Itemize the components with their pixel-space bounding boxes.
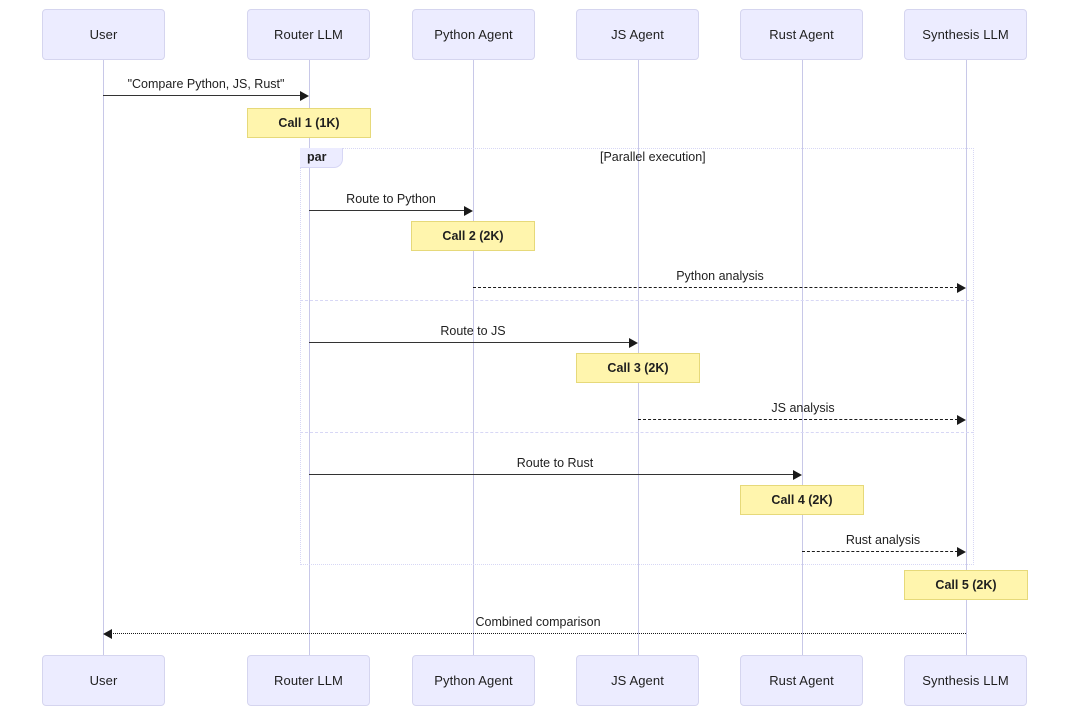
participant-bottom-js[interactable]: JS Agent — [576, 655, 699, 706]
participant-bottom-python[interactable]: Python Agent — [412, 655, 535, 706]
participant-bottom-user[interactable]: User — [42, 655, 165, 706]
participant-bottom-rust[interactable]: Rust Agent — [740, 655, 863, 706]
participant-bottom-synthesis[interactable]: Synthesis LLM — [904, 655, 1027, 706]
participant-top-synthesis[interactable]: Synthesis LLM — [904, 9, 1027, 60]
message-arrowhead — [957, 547, 966, 557]
message-line — [638, 419, 958, 420]
participant-label: Python Agent — [434, 27, 513, 42]
participant-label: Python Agent — [434, 673, 513, 688]
message-label: JS analysis — [771, 401, 835, 415]
message-arrowhead — [464, 206, 473, 216]
participant-label: Synthesis LLM — [922, 27, 1009, 42]
message-arrowhead — [300, 91, 309, 101]
message-label: Route to JS — [440, 324, 506, 338]
message-label: Python analysis — [676, 269, 764, 283]
participant-bottom-router[interactable]: Router LLM — [247, 655, 370, 706]
activation-a1[interactable]: Call 1 (1K) — [247, 108, 371, 138]
lifeline-synthesis — [966, 60, 967, 655]
participant-label: JS Agent — [611, 673, 664, 688]
message-label: Combined comparison — [475, 615, 601, 629]
message-line — [309, 210, 465, 211]
message-line — [309, 342, 630, 343]
message-arrowhead — [957, 283, 966, 293]
activation-a2[interactable]: Call 2 (2K) — [411, 221, 535, 251]
message-label: Route to Python — [346, 192, 436, 206]
par-fragment-condition: [Parallel execution] — [600, 150, 706, 164]
par-divider-2 — [300, 432, 974, 433]
participant-label: Synthesis LLM — [922, 673, 1009, 688]
participant-label: Rust Agent — [769, 27, 834, 42]
lifeline-router — [309, 60, 310, 655]
message-line — [309, 474, 794, 475]
participant-label: Router LLM — [274, 673, 343, 688]
activation-a4[interactable]: Call 4 (2K) — [740, 485, 864, 515]
message-arrowhead — [957, 415, 966, 425]
message-label: Route to Rust — [516, 456, 594, 470]
activation-a5[interactable]: Call 5 (2K) — [904, 570, 1028, 600]
participant-top-router[interactable]: Router LLM — [247, 9, 370, 60]
message-arrowhead — [793, 470, 802, 480]
participant-label: Rust Agent — [769, 673, 834, 688]
message-label: "Compare Python, JS, Rust" — [127, 77, 285, 91]
message-label: Rust analysis — [845, 533, 921, 547]
lifeline-rust — [802, 60, 803, 655]
par-divider-1 — [300, 300, 974, 301]
message-line — [802, 551, 958, 552]
participant-top-rust[interactable]: Rust Agent — [740, 9, 863, 60]
message-line — [103, 95, 301, 96]
participant-label: User — [89, 27, 118, 42]
message-arrowhead — [629, 338, 638, 348]
participant-top-js[interactable]: JS Agent — [576, 9, 699, 60]
participant-label: JS Agent — [611, 27, 664, 42]
participant-label: User — [89, 673, 118, 688]
activation-a3[interactable]: Call 3 (2K) — [576, 353, 700, 383]
message-line — [111, 633, 966, 634]
participant-label: Router LLM — [274, 27, 343, 42]
participant-top-user[interactable]: User — [42, 9, 165, 60]
message-arrowhead — [103, 629, 112, 639]
par-fragment-label: par — [300, 148, 344, 168]
lifeline-python — [473, 60, 474, 655]
message-line — [473, 287, 958, 288]
lifeline-user — [103, 60, 104, 655]
participant-top-python[interactable]: Python Agent — [412, 9, 535, 60]
